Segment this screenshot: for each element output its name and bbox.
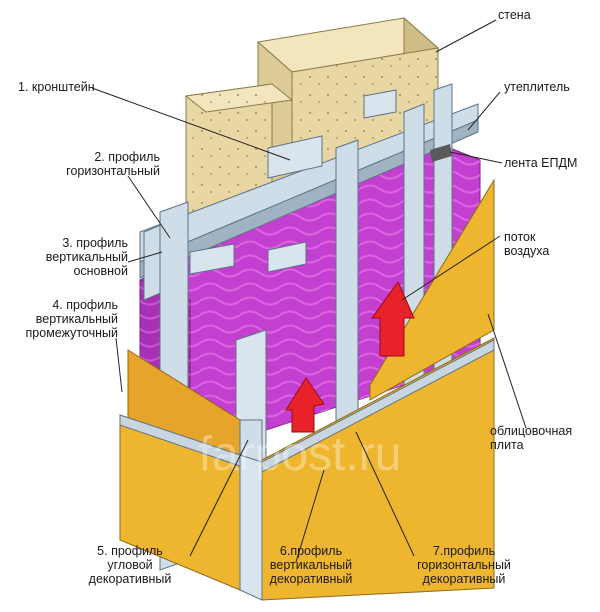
label-wall-text: стена xyxy=(498,8,531,22)
leader-epdm xyxy=(449,151,503,164)
airflow-arrows xyxy=(285,281,415,433)
leader-hdecor xyxy=(355,431,415,557)
leader-hprofile xyxy=(127,175,171,239)
label-bracket: 1. кронштейн xyxy=(18,80,95,94)
label-vmain-line1: 3. профиль xyxy=(62,236,128,250)
label-facing-line1: облицовочная xyxy=(490,424,573,438)
label-horizontal-profile: 2. профиль горизонтальный xyxy=(16,150,160,178)
label-hdecor-line2: горизонтальный xyxy=(417,558,511,572)
leader-vmain xyxy=(127,251,163,263)
label-hdecor-line1: 7.профиль xyxy=(432,544,496,558)
label-facing-line2: плита xyxy=(490,438,524,452)
label-epdm-tape: лента ЕПДМ xyxy=(504,156,577,170)
label-corner-line3: декоративный xyxy=(88,572,172,586)
label-airflow: поток воздуха xyxy=(504,230,549,258)
watermark: farpost.ru xyxy=(199,428,402,481)
leader-vinter xyxy=(115,337,123,393)
label-vinter-line2: вертикальный xyxy=(35,312,118,326)
horizontal-profiles xyxy=(139,103,479,301)
label-vinter-line1: 4. профиль xyxy=(52,298,118,312)
leader-facing xyxy=(487,313,527,429)
label-vdecor-line2: вертикальный xyxy=(269,558,353,572)
label-insulation-text: утеплитель xyxy=(504,80,570,94)
label-vdecor-line3: декоративный xyxy=(269,572,353,586)
label-corner-profile: 5. профиль угловой декоративный xyxy=(70,544,190,586)
leader-lines xyxy=(91,19,527,563)
leader-corner xyxy=(189,439,249,557)
epdm-tape xyxy=(430,144,452,162)
leader-wall xyxy=(435,19,497,53)
label-vmain-line3: основной xyxy=(73,264,128,278)
brackets xyxy=(189,89,397,275)
leader-vdecor xyxy=(295,469,325,563)
label-horizontal-decor-profile: 7.профиль горизонтальный декоративный xyxy=(402,544,526,586)
leader-insulation xyxy=(467,91,501,131)
leader-bracket xyxy=(91,87,291,161)
label-corner-line2: угловой xyxy=(107,558,153,572)
label-vertical-intermediate-profile: 4. профиль вертикальный промежуточный xyxy=(0,298,118,340)
label-vertical-main-profile: 3. профиль вертикальный основной xyxy=(12,236,128,278)
label-airflow-line1: поток xyxy=(504,230,536,244)
label-insulation: утеплитель xyxy=(504,80,570,94)
label-airflow-line2: воздуха xyxy=(504,244,550,258)
label-facing-plate: облицовочная плита xyxy=(490,424,572,452)
label-bracket-text: 1. кронштейн xyxy=(18,80,95,94)
label-hdecor-line3: декоративный xyxy=(422,572,506,586)
label-corner-line1: 5. профиль xyxy=(97,544,163,558)
label-vinter-line3: промежуточный xyxy=(25,326,118,340)
label-epdm-text: лента ЕПДМ xyxy=(504,156,578,170)
label-hprofile-line2: горизонтальный xyxy=(66,164,160,178)
leader-airflow xyxy=(401,235,501,301)
label-hprofile-line1: 2. профиль xyxy=(94,150,160,164)
label-wall: стена xyxy=(498,8,531,22)
label-vmain-line2: вертикальный xyxy=(45,250,128,264)
cladding-panels xyxy=(119,178,495,601)
label-vdecor-line1: 6.профиль xyxy=(279,544,343,558)
label-vertical-decor-profile: 6.профиль вертикальный декоративный xyxy=(256,544,366,586)
